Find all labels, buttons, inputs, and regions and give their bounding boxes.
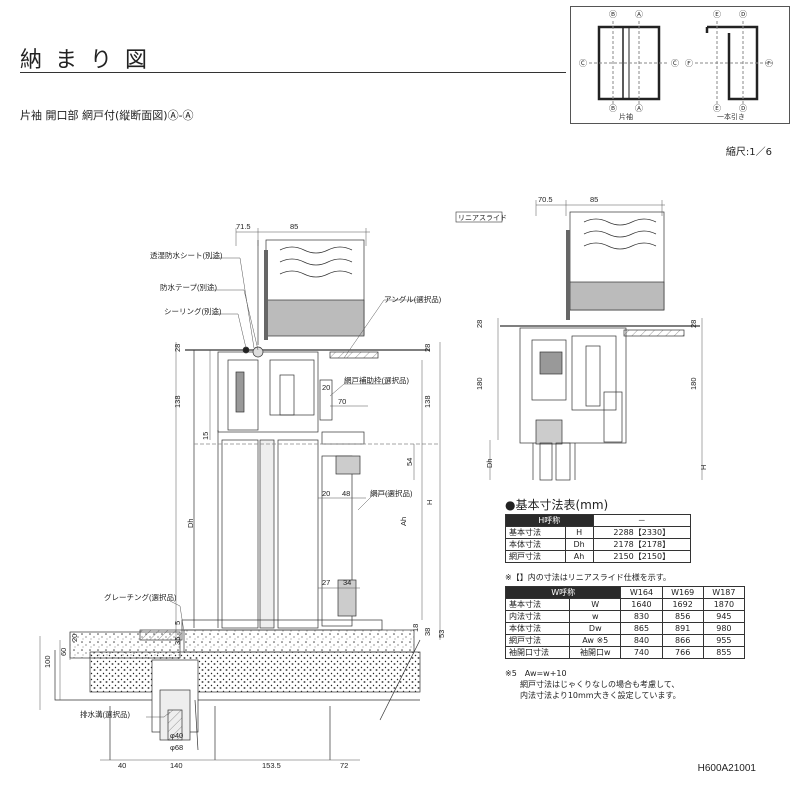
lin-top-a: 70.5 [538, 195, 553, 204]
dim-h18: 18 [411, 624, 420, 632]
dim-b140: 140 [170, 761, 183, 770]
dim-w48: 48 [342, 489, 350, 498]
dim-w70: 70 [338, 397, 346, 406]
key-plan: Ⓑ Ⓐ Ⓒ Ⓒ Ⓑ Ⓐ 片袖 Ⓔ Ⓓ Ⓕ Ⓕ Ⓔ Ⓓ 一本引き [570, 6, 790, 124]
dim-w20: 20 [322, 489, 330, 498]
table2-note-2: 網戸寸法はじゃくりなしの場合も考慮して、 [520, 680, 680, 689]
label-screen-frame: 網戸補助枠(選択品) [344, 375, 409, 385]
table1-header-val: － [592, 514, 692, 527]
label-drain: 排水溝(選択品) [80, 709, 130, 719]
dim-w27: 27 [322, 578, 330, 587]
lin-dh: Dh [485, 458, 494, 468]
dim-h53: 53 [437, 630, 446, 638]
key-mark: Ⓔ [713, 10, 721, 19]
dim-w34: 34 [343, 578, 351, 587]
table2-note-3: 内法寸法より10mm大きく設定しています。 [520, 691, 681, 700]
dim-h138: 138 [173, 395, 182, 408]
key-mark: Ⓔ [713, 104, 721, 113]
lin-top-b: 85 [590, 195, 598, 204]
table2-header: W呼称 [504, 586, 622, 599]
dim-d68: φ68 [170, 743, 183, 752]
table2-note-1: ※5 Aw=w+10 [505, 669, 567, 678]
drawing-code: H600A21001 [697, 763, 756, 774]
key-mark: Ⓓ [739, 104, 747, 113]
key-plan-drawing: Ⓑ Ⓐ Ⓒ Ⓒ Ⓑ Ⓐ 片袖 Ⓔ Ⓓ Ⓕ Ⓕ Ⓔ Ⓓ 一本引き [579, 10, 775, 121]
dim-h20b: 20 [70, 634, 79, 642]
title-rule [20, 72, 566, 73]
key-mark: Ⓐ [635, 104, 643, 113]
label-screen: 網戸(選択品) [370, 488, 413, 498]
lin-h180: 180 [475, 377, 484, 390]
dim-r28: 28 [423, 344, 432, 352]
dim-r138: 138 [423, 395, 432, 408]
key-mark: Ⓑ [609, 104, 617, 113]
dim-top-a: 71.5 [236, 222, 251, 231]
table1-title: ●基本寸法表(mm) [505, 498, 609, 512]
label-sealing: シーリング(別途) [164, 306, 222, 316]
key-caption: 片袖 [619, 112, 633, 121]
dim-dh: Dh [186, 518, 195, 528]
dim-h38: 38 [423, 628, 432, 636]
key-mark: Ⓕ [765, 59, 773, 68]
lin-r180: 180 [689, 377, 698, 390]
key-mark: Ⓓ [739, 10, 747, 19]
dim-ah: Ah [399, 517, 408, 526]
key-mark: Ⓐ [635, 10, 643, 19]
dim-h20: 20 [322, 383, 330, 392]
dim-h5: 5 [173, 621, 182, 625]
dim-h100: 100 [43, 655, 52, 668]
key-mark: Ⓑ [609, 10, 617, 19]
dim-b153: 153.5 [262, 761, 281, 770]
dim-d40: φ40 [170, 731, 183, 740]
page-title: 納 ま り 図 [20, 48, 150, 73]
key-mark: Ⓒ [671, 59, 679, 68]
scale-label: 縮尺:1／6 [725, 147, 772, 158]
dim-top-b: 85 [290, 222, 298, 231]
dim-b72: 72 [340, 761, 348, 770]
lin-h28: 28 [475, 320, 484, 328]
dim-h54: 54 [405, 458, 414, 466]
table1-header: H呼称 [505, 514, 594, 527]
dim-h: H [425, 500, 434, 505]
dim-h35: 35 [173, 637, 182, 645]
label-sheet: 透湿防水シート(別途) [150, 250, 223, 260]
page-subtitle: 片袖 開口部 網戸付(縦断面図)Ⓐ-Ⓐ [20, 109, 194, 122]
linear-title: リニアスライド [458, 214, 507, 222]
lin-rh: H [699, 465, 708, 470]
label-angle: アングル(選択品) [384, 294, 442, 304]
lin-r28: 28 [689, 320, 698, 328]
dim-h28: 28 [173, 344, 182, 352]
table1-note: ※【】内の寸法はリニアスライド仕様を示す。 [505, 573, 671, 582]
dim-b40: 40 [118, 761, 126, 770]
label-tape: 防水テープ(別途) [160, 282, 218, 292]
dim-h60: 60 [59, 648, 68, 656]
label-grating: グレーチング(選択品) [104, 592, 177, 602]
key-caption: 一本引き [717, 112, 745, 121]
key-mark: Ⓒ [579, 59, 587, 68]
dim-h15: 15 [201, 432, 210, 440]
key-mark: Ⓕ [685, 59, 693, 68]
